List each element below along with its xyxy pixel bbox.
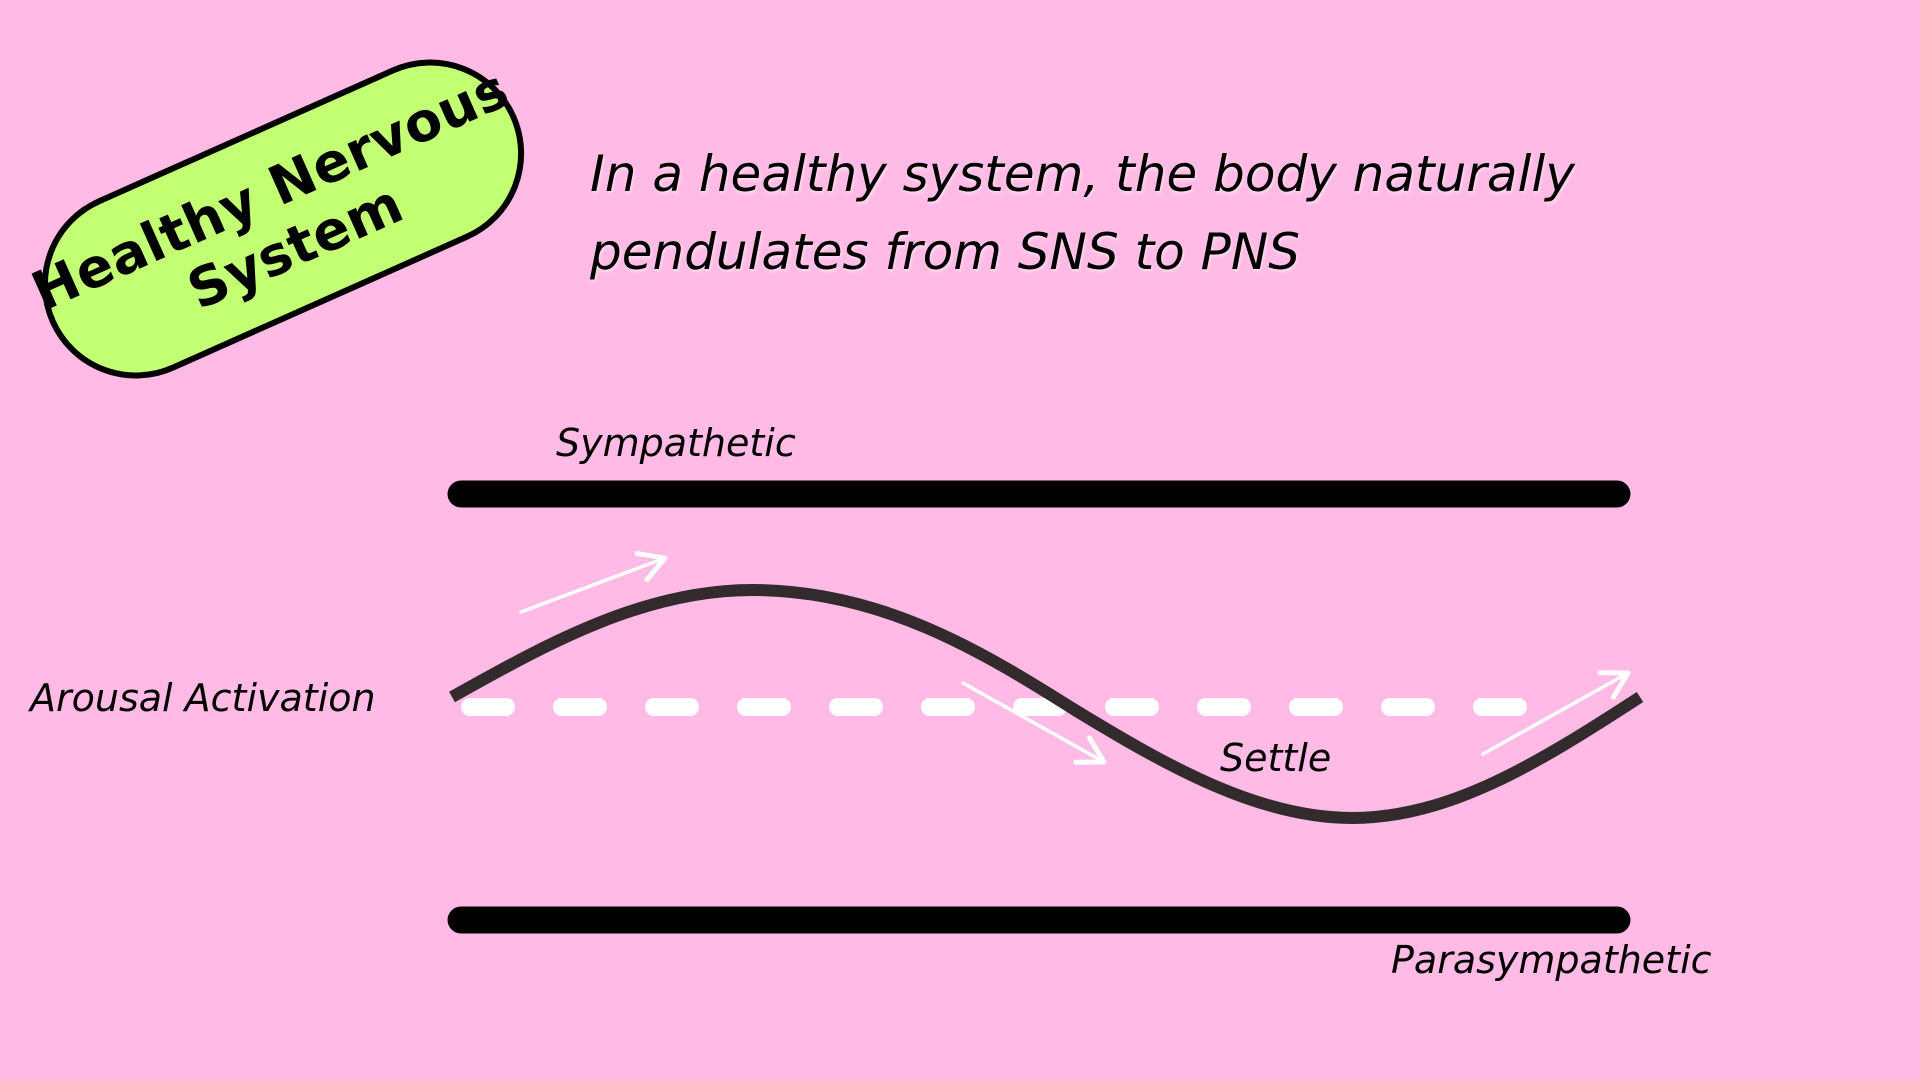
pendulation-wave (449, 583, 1644, 825)
rising-arrow-right-icon (1481, 670, 1631, 756)
arousal-activation-label: Arousal Activation (30, 676, 376, 720)
falling-arrow-icon (961, 681, 1107, 765)
sympathetic-label: Sympathetic (556, 421, 796, 465)
headline-text: In a healthy system, the body naturally … (590, 145, 1575, 281)
settle-label: Settle (1220, 736, 1332, 780)
parasympathetic-label: Parasympathetic (1391, 938, 1712, 982)
rising-arrow-icon (519, 551, 668, 614)
